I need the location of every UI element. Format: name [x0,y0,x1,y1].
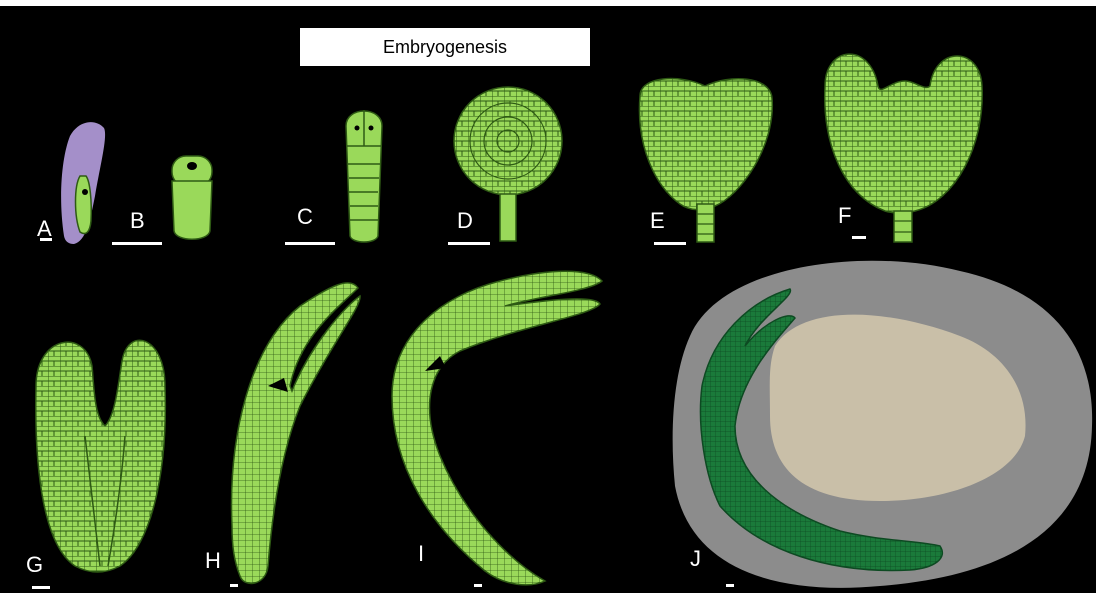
panel-i-bent-cotyledon [392,271,602,585]
scale-bar-f [852,236,866,239]
panel-j-mature-seed [673,261,1093,588]
panel-c-proembryo [346,110,382,242]
panel-label-g: G [26,552,43,577]
panel-label-j: J [690,546,701,571]
panel-g-torpedo [36,340,166,572]
scale-bar-g [32,586,50,589]
panel-label-i: I [418,541,424,566]
panel-label-b: B [130,208,145,233]
scale-bar-b [112,242,162,245]
scale-bar-c [285,242,335,245]
panel-b-zygote [172,156,212,239]
scale-bar-e [654,242,686,245]
panel-label-a: A [37,216,52,241]
diagram-canvas: A B C D E F G H I J [0,6,1096,593]
scale-bar-d [448,242,490,245]
panel-h-walking-stick [232,283,361,584]
panel-label-e: E [650,208,665,233]
panel-label-h: H [205,548,221,573]
panel-a-ovule [61,122,105,244]
panel-label-c: C [297,204,313,229]
panel-label-d: D [457,208,473,233]
panel-label-f: F [838,203,851,228]
